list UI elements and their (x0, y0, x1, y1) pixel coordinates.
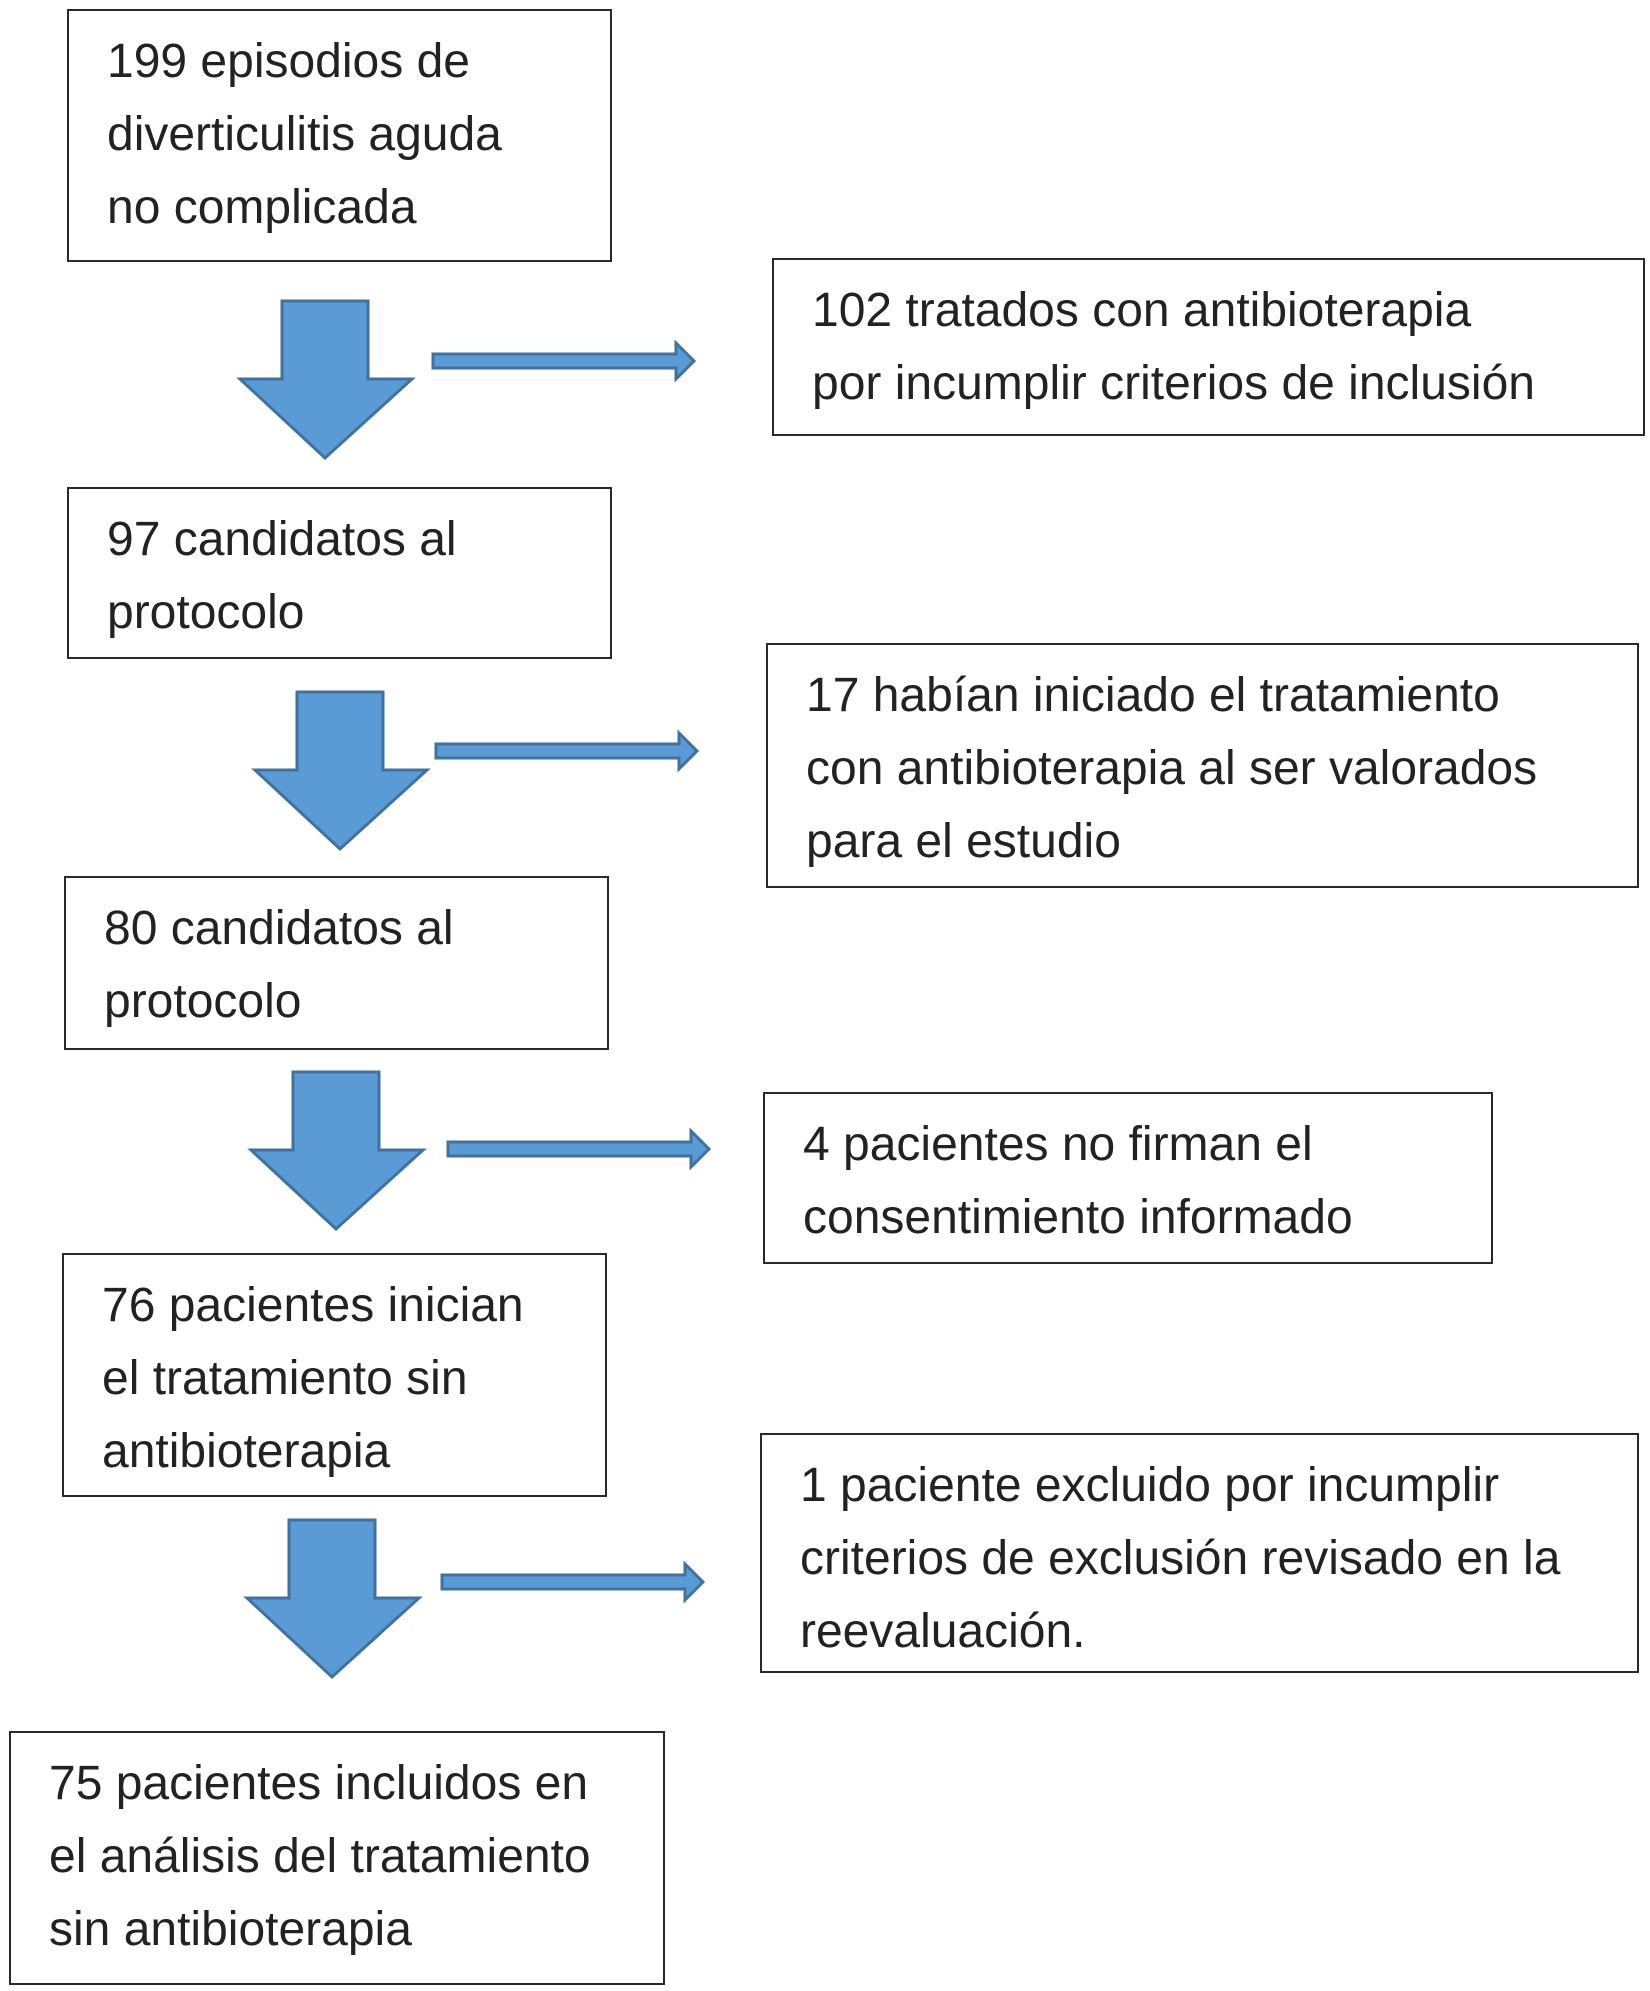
step-text-4: 76 pacientes inician el tratamiento sin … (102, 1269, 524, 1488)
right-arrow-icon (446, 1127, 712, 1171)
exclusion-text-2: 17 habían iniciado el tratamiento con an… (806, 659, 1537, 878)
exclusion-text-4: 1 paciente excluido por incumplir criter… (800, 1449, 1560, 1668)
exclusion-box-3: 4 pacientes no firman el consentimiento … (763, 1092, 1493, 1264)
exclusion-text-3: 4 pacientes no firman el consentimiento … (803, 1108, 1353, 1254)
step-text-2: 97 candidatos al protocolo (107, 503, 457, 649)
step-5-line-2: el análisis del tratamiento (49, 1830, 591, 1883)
step-box-2: 97 candidatos al protocolo (67, 487, 612, 659)
step-2-line-1: 97 candidatos al (107, 513, 457, 566)
step-3-line-2: protocolo (104, 975, 302, 1028)
step-3-line-1: 80 candidatos al (104, 902, 454, 955)
exclusion-1-line-2: por incumplir criterios de inclusión (812, 357, 1535, 410)
right-arrow-icon (431, 339, 697, 383)
down-arrow-icon (251, 690, 431, 852)
right-arrow-icon (440, 1560, 706, 1604)
step-5-line-1: 75 pacientes incluidos en (49, 1757, 589, 1810)
step-text-5: 75 pacientes incluidos en el análisis de… (49, 1747, 591, 1966)
right-arrow-icon (434, 729, 700, 773)
exclusion-text-1: 102 tratados con antibioterapia por incu… (812, 274, 1535, 420)
exclusion-2-line-2: con antibioterapia al ser valorados (806, 742, 1538, 795)
exclusion-3-line-2: consentimiento informado (803, 1191, 1353, 1244)
step-4-line-3: antibioterapia (102, 1425, 391, 1478)
down-arrow-icon (236, 299, 416, 461)
step-box-4: 76 pacientes inician el tratamiento sin … (62, 1253, 607, 1497)
step-5-line-3: sin antibioterapia (49, 1903, 412, 1956)
exclusion-2-line-1: 17 habían iniciado el tratamiento (806, 669, 1500, 722)
step-box-1: 199 episodios de diverticulitis aguda no… (67, 9, 612, 262)
step-text-3: 80 candidatos al protocolo (104, 892, 454, 1038)
exclusion-box-2: 17 habían iniciado el tratamiento con an… (766, 643, 1639, 888)
exclusion-4-line-3: reevaluación. (800, 1605, 1086, 1658)
step-text-1: 199 episodios de diverticulitis aguda no… (107, 25, 502, 244)
exclusion-4-line-2: criterios de exclusión revisado en la (800, 1532, 1561, 1585)
step-2-line-2: protocolo (107, 586, 305, 639)
exclusion-box-4: 1 paciente excluido por incumplir criter… (760, 1433, 1639, 1673)
exclusion-2-line-3: para el estudio (806, 815, 1121, 868)
down-arrow-icon (243, 1518, 423, 1680)
exclusion-box-1: 102 tratados con antibioterapia por incu… (772, 258, 1645, 436)
exclusion-4-line-1: 1 paciente excluido por incumplir (800, 1459, 1500, 1512)
step-box-5: 75 pacientes incluidos en el análisis de… (9, 1731, 665, 1985)
exclusion-3-line-1: 4 pacientes no firman el (803, 1118, 1313, 1171)
step-4-line-1: 76 pacientes inician (102, 1279, 524, 1332)
exclusion-1-line-1: 102 tratados con antibioterapia (812, 284, 1472, 337)
down-arrow-icon (247, 1070, 427, 1232)
step-box-3: 80 candidatos al protocolo (64, 876, 609, 1050)
step-1-line-1: 199 episodios de (107, 35, 470, 88)
step-1-line-3: no complicada (107, 181, 417, 234)
step-4-line-2: el tratamiento sin (102, 1352, 468, 1405)
step-1-line-2: diverticulitis aguda (107, 108, 502, 161)
